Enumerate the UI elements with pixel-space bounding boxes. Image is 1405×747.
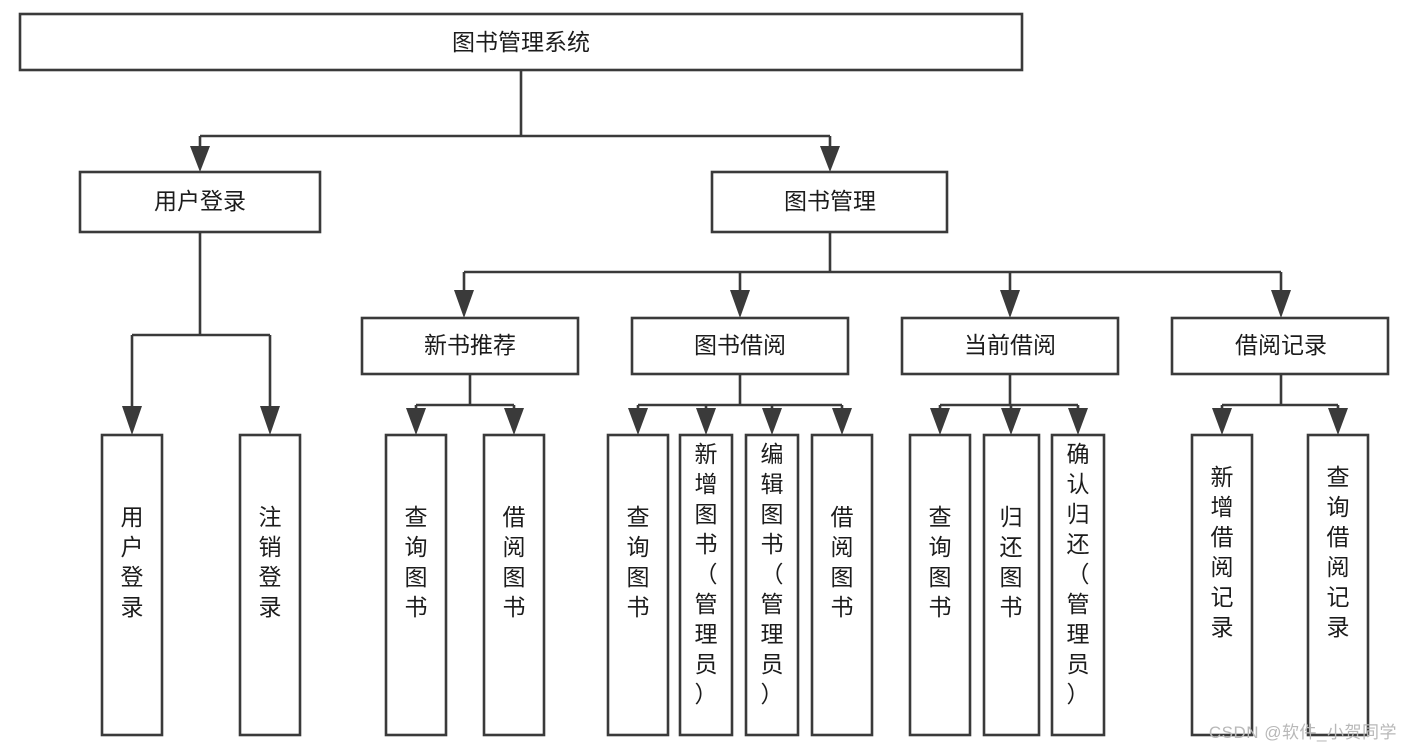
node-leaf-logout-box[interactable] (238, 433, 302, 737)
node-leaf-borrow-book-2[interactable]: 借阅图书 (810, 433, 874, 737)
arrow-head-user-login (190, 146, 210, 172)
node-leaf-user-login-label: 用户登录 (121, 504, 144, 620)
node-leaf-return-book-box[interactable] (982, 433, 1041, 737)
node-book-manage-box[interactable] (710, 170, 949, 234)
node-leaf-logout-label: 注销登录 (259, 504, 282, 620)
node-leaf-query-book-3-box[interactable] (908, 433, 972, 737)
node-new-book-recommend-label: 新书推荐 (424, 332, 516, 358)
node-user-login-label: 用户登录 (154, 188, 246, 214)
node-leaf-confirm-return[interactable]: 确认归还（管理员） (1050, 433, 1106, 737)
node-leaf-user-login-box[interactable] (100, 433, 164, 737)
node-leaf-edit-book-label: 编辑图书（管理员） (761, 441, 784, 707)
arrow-head-leaf-borrow-book-1 (504, 408, 524, 435)
arrow-head-leaf-logout (260, 406, 280, 435)
node-leaf-borrow-book-2-label: 借阅图书 (831, 504, 854, 620)
node-book-borrow[interactable]: 图书借阅 (630, 316, 850, 376)
node-leaf-query-book-3[interactable]: 查询图书 (908, 433, 972, 737)
node-current-borrow-label: 当前借阅 (964, 332, 1056, 358)
arrow-head-book-borrow (730, 290, 750, 318)
node-leaf-query-book-2-box[interactable] (606, 433, 670, 737)
node-new-book-recommend-box[interactable] (360, 316, 580, 376)
node-leaf-borrow-book-1-box[interactable] (482, 433, 546, 737)
node-book-borrow-box[interactable] (630, 316, 850, 376)
node-book-manage[interactable]: 图书管理 (710, 170, 949, 234)
node-leaf-add-record[interactable]: 新增借阅记录 (1190, 433, 1254, 737)
node-leaf-query-book-1-label: 查询图书 (405, 504, 428, 620)
node-new-book-recommend[interactable]: 新书推荐 (360, 316, 580, 376)
node-current-borrow[interactable]: 当前借阅 (900, 316, 1120, 376)
node-leaf-query-book-3-label: 查询图书 (929, 504, 952, 620)
arrow-head-leaf-query-book-1 (406, 408, 426, 435)
node-root-box[interactable] (18, 12, 1024, 72)
node-user-login[interactable]: 用户登录 (78, 170, 322, 234)
arrow-head-leaf-borrow-book-2 (832, 408, 852, 435)
node-root-label: 图书管理系统 (452, 29, 590, 55)
node-borrow-record-box[interactable] (1170, 316, 1390, 376)
node-borrow-record[interactable]: 借阅记录 (1170, 316, 1390, 376)
node-leaf-user-login[interactable]: 用户登录 (100, 433, 164, 737)
arrow-head-leaf-query-book-2 (628, 408, 648, 435)
node-leaf-add-book-box[interactable] (678, 433, 734, 737)
node-leaf-add-record-box[interactable] (1190, 433, 1254, 737)
node-leaf-confirm-return-box[interactable] (1050, 433, 1106, 737)
node-leaf-borrow-book-1[interactable]: 借阅图书 (482, 433, 546, 737)
node-root[interactable]: 图书管理系统 (18, 12, 1024, 72)
node-book-borrow-label: 图书借阅 (694, 332, 786, 358)
node-leaf-query-record[interactable]: 查询借阅记录 (1306, 433, 1370, 737)
node-book-manage-label: 图书管理 (784, 188, 876, 214)
arrow-head-leaf-return-book (1001, 408, 1021, 435)
node-leaf-add-book[interactable]: 新增图书（管理员） (678, 433, 734, 737)
arrow-head-borrow-record (1271, 290, 1291, 318)
edges-layer (122, 70, 1348, 435)
node-leaf-borrow-book-1-label: 借阅图书 (503, 504, 526, 620)
node-leaf-query-book-2-label: 查询图书 (627, 504, 650, 620)
node-borrow-record-label: 借阅记录 (1235, 332, 1327, 358)
node-leaf-return-book-label: 归还图书 (1000, 504, 1023, 620)
node-leaf-logout[interactable]: 注销登录 (238, 433, 302, 737)
arrow-head-book-manage (820, 146, 840, 172)
node-user-login-box[interactable] (78, 170, 322, 234)
node-leaf-query-book-1-box[interactable] (384, 433, 448, 737)
node-leaf-query-book-2[interactable]: 查询图书 (606, 433, 670, 737)
node-leaf-query-book-1[interactable]: 查询图书 (384, 433, 448, 737)
nodes-layer: 图书管理系统 用户登录 图书管理 新书推荐 图书借阅 (18, 12, 1390, 737)
arrow-head-leaf-user-login (122, 406, 142, 435)
node-leaf-edit-book-box[interactable] (744, 433, 800, 737)
arrow-head-leaf-confirm-return (1068, 408, 1088, 435)
node-leaf-edit-book[interactable]: 编辑图书（管理员） (744, 433, 800, 737)
arrow-head-new-book-recommend (454, 290, 474, 318)
node-leaf-add-record-label: 新增借阅记录 (1211, 464, 1234, 640)
node-current-borrow-box[interactable] (900, 316, 1120, 376)
node-leaf-confirm-return-label: 确认归还（管理员） (1067, 441, 1090, 707)
node-leaf-add-book-label: 新增图书（管理员） (695, 441, 718, 707)
arrow-head-current-borrow (1000, 290, 1020, 318)
arrow-head-leaf-add-record (1212, 408, 1232, 435)
node-leaf-return-book[interactable]: 归还图书 (982, 433, 1041, 737)
arrow-head-leaf-query-book-3 (930, 408, 950, 435)
node-leaf-query-record-label: 查询借阅记录 (1327, 464, 1350, 640)
arrow-head-leaf-edit-book (762, 408, 782, 435)
node-leaf-borrow-book-2-box[interactable] (810, 433, 874, 737)
arrow-head-leaf-query-record (1328, 408, 1348, 435)
arrow-head-leaf-add-book (696, 408, 716, 435)
node-leaf-query-record-box[interactable] (1306, 433, 1370, 737)
